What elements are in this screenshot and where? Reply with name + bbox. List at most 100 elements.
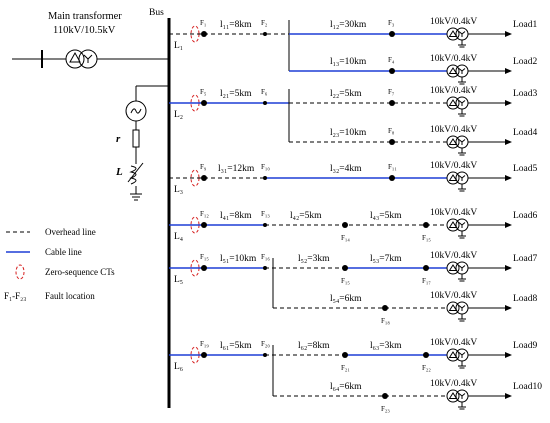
load-transformer-icon [446,348,469,369]
load-transformer-icon [446,64,469,85]
feeder-l5 [169,258,447,311]
load-name: Load7 [513,254,538,264]
fault-f8: F₈ [388,127,395,135]
segment-l64: l₆₄=6km [330,382,362,392]
segment-l41: l₄₁=8km [220,211,252,221]
feeder-l6 [169,345,447,399]
load-branch-4: 10kV/0.4kV Load4 [430,125,538,156]
fault-f15: F₁₅ [200,253,209,261]
load-transformer-icon [446,135,469,156]
load-name: Load2 [513,57,538,67]
transformer-name: Main transformer [48,11,122,22]
feeder-l6-label: L₆ [174,362,183,372]
resistor-icon [132,129,140,148]
load-name: Load4 [513,128,538,138]
load-voltage-label: 10kV/0.4kV [430,17,477,27]
load-branch-5: 10kV/0.4kV Load5 [430,161,538,192]
fault-f3: F₃ [388,19,395,27]
fault-f20: F₂₀ [261,340,270,348]
segment-l21: l₂₁=5km [220,89,252,99]
arrow-icon [505,222,512,228]
legend-fault-label: Fault location [45,291,95,301]
load-voltage-label: 10kV/0.4kV [430,291,477,301]
feeder-l5-label: L₅ [174,275,183,285]
fault-f7: F₇ [388,88,395,96]
load-transformer-icon [446,27,469,48]
segment-l63: l₆₃=3km [370,341,402,351]
load-voltage-label: 10kV/0.4kV [430,161,477,171]
load-branch-8: 10kV/0.4kV Load8 [430,291,538,322]
load-name: Load5 [513,164,538,174]
arrow-icon [505,31,512,37]
feeder-l1 [169,20,447,74]
segment-l11: l₁₁=8km [220,20,252,30]
load-branch-2: 10kV/0.4kV Load2 [430,54,538,85]
load-transformer-icon [446,301,469,322]
segment-l61: l₆₁=5km [220,341,252,351]
load-branch-7: 10kV/0.4kV Load7 [430,251,538,282]
fault-f12: F₁₂ [200,210,209,218]
arrow-icon [505,393,512,399]
fault-f10: F₁₀ [261,163,270,171]
load-voltage-label: 10kV/0.4kV [430,54,477,64]
feeder-l2 [169,89,447,145]
resistor-label: r [116,133,121,145]
fault-f17-mark: F₁₅ [341,277,350,285]
segment-l22: l₂₂=5km [330,89,362,99]
legend-overhead-label: Overhead line [45,227,96,237]
fault-f11: F₁₁ [388,163,397,171]
load-transformer-icon [446,171,469,192]
segment-l62: l₆₂=8km [298,341,330,351]
load-branch-10: 10kV/0.4kV Load10 [430,379,542,410]
arrow-icon [505,139,512,145]
load-voltage-label: 10kV/0.4kV [430,86,477,96]
segment-l43: l₄₃=5km [370,211,402,221]
fault-f22: F₂₂ [422,364,431,372]
legend-fault-symbols: F₁-F₂₃ [4,291,26,301]
load-voltage-label: 10kV/0.4kV [430,125,477,135]
fault-f1: F₁ [200,19,206,27]
fault-f18: F₁₈ [381,317,390,325]
legend-cable-label: Cable line [45,247,82,257]
arrow-icon [505,352,512,358]
fault-f13: F₁₃ [261,210,270,218]
load-voltage-label: 10kV/0.4kV [430,208,477,218]
segment-l51: l₅₁=10km [220,254,257,264]
arrow-icon [505,265,512,271]
load-voltage-label: 10kV/0.4kV [430,379,477,389]
legend-ct-label: Zero-sequence CTs [45,267,115,277]
fault-f6: F₆ [261,88,268,96]
load-voltage-label: 10kV/0.4kV [430,251,477,261]
load-branch-6: 10kV/0.4kV Load6 [430,208,538,239]
fault-f5: F₅ [200,88,207,96]
segment-l54: l₅₄=6km [330,294,362,304]
load-name: Load6 [513,211,538,221]
fault-f23: F₂₃ [381,405,390,413]
fault-f21: F₂₁ [341,364,350,372]
load-name: Load9 [513,341,538,351]
feeder-l4 [169,216,447,234]
segment-l13: l₁₃=10km [330,57,367,67]
fault-f4: F₄ [388,56,395,64]
segment-l42: l₄₂=5km [290,211,322,221]
feeder-l4-label: L₄ [174,232,183,242]
segment-l52: l₅₂=3km [298,254,330,264]
segment-l53: l₅₃=7km [370,254,402,264]
feeder-l1-label: L₁ [174,41,183,51]
main-transformer-symbol [12,49,168,69]
arrow-icon [505,305,512,311]
coil-icon [129,165,137,185]
load-name: Load1 [513,20,538,30]
load-name: Load8 [513,294,538,304]
load-name: Load10 [513,382,542,392]
arrow-icon [505,68,512,74]
arrow-icon [505,175,512,181]
feeder-l3-label: L₃ [174,185,183,195]
feeder-l3 [169,169,447,187]
segment-l32: l₃₂=4km [330,164,362,174]
segment-l12: l₁₂=30km [330,20,367,30]
